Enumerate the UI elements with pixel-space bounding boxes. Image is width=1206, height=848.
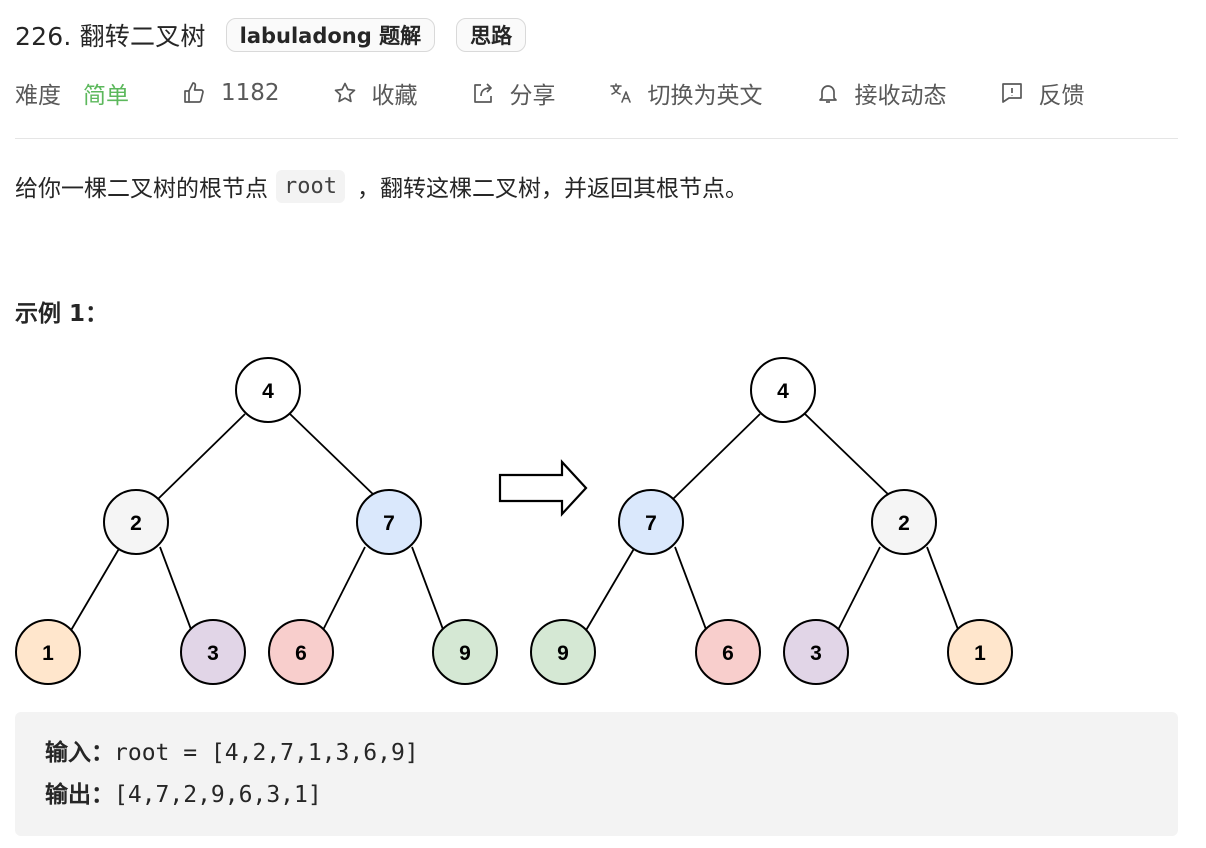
tag-approach[interactable]: 思路 bbox=[456, 18, 527, 52]
input-label: 输入： bbox=[45, 740, 114, 766]
favorite-button[interactable]: 收藏 bbox=[333, 76, 418, 110]
edge bbox=[836, 546, 881, 633]
difficulty-label: 难度 bbox=[15, 83, 61, 109]
edge bbox=[926, 546, 960, 633]
inline-code-root: root bbox=[276, 169, 345, 203]
like-button[interactable]: 1182 bbox=[182, 80, 280, 106]
tree-node bbox=[103, 489, 169, 555]
right-arrow-icon bbox=[498, 459, 588, 517]
description-text-start: 给你一棵二叉树的根节点 bbox=[15, 176, 268, 202]
tree-node-label: 4 bbox=[262, 380, 274, 403]
tree-node bbox=[871, 489, 937, 555]
difficulty: 难度 简单 bbox=[15, 76, 129, 110]
tree-node-label: 2 bbox=[898, 512, 910, 535]
tree-node-label: 9 bbox=[459, 642, 471, 665]
example-output-line: 输出：[4,7,2,9,6,3,1] bbox=[45, 774, 1148, 816]
subscribe-button[interactable]: 接收动态 bbox=[816, 76, 947, 110]
tree-node bbox=[268, 619, 334, 685]
share-label: 分享 bbox=[509, 83, 556, 109]
tree-node-label: 6 bbox=[295, 642, 307, 665]
description-text-end: ，翻转这棵二叉树，并返回其根节点。 bbox=[356, 176, 748, 202]
input-value: root = [4,2,7,1,3,6,9] bbox=[114, 740, 419, 766]
share-button[interactable]: 分享 bbox=[471, 76, 556, 110]
tree-node bbox=[356, 489, 422, 555]
edge bbox=[321, 546, 366, 633]
tree-node-label: 2 bbox=[130, 512, 142, 535]
example-title: 示例 1： bbox=[15, 301, 109, 327]
tree-node-label: 3 bbox=[810, 642, 822, 665]
example-code-block: 输入：root = [4,2,7,1,3,6,9] 输出：[4,7,2,9,6,… bbox=[15, 712, 1178, 836]
feedback-icon bbox=[1000, 81, 1024, 105]
favorite-label: 收藏 bbox=[371, 83, 418, 109]
problem-description: 给你一棵二叉树的根节点 root ，翻转这棵二叉树，并返回其根节点。 bbox=[15, 166, 748, 206]
tree-node-label: 7 bbox=[383, 512, 395, 535]
feedback-button[interactable]: 反馈 bbox=[1000, 76, 1085, 110]
tree-node bbox=[15, 619, 81, 685]
edge bbox=[157, 413, 246, 500]
edge bbox=[674, 546, 708, 633]
difficulty-value: 简单 bbox=[83, 83, 129, 109]
tree-node bbox=[618, 489, 684, 555]
tree-node-label: 7 bbox=[645, 512, 657, 535]
edge bbox=[804, 413, 894, 500]
thumbs-up-icon bbox=[182, 81, 206, 105]
problem-header: 226. 翻转二叉树 labuladong 题解 思路 bbox=[15, 14, 547, 56]
tree-node bbox=[530, 619, 596, 685]
example-input-line: 输入：root = [4,2,7,1,3,6,9] bbox=[45, 732, 1148, 774]
tree-node-label: 9 bbox=[557, 642, 569, 665]
problem-meta-bar: 难度 简单 1182 收藏 分享 bbox=[15, 74, 1138, 112]
output-label: 输出： bbox=[45, 782, 114, 808]
problem-title: 226. 翻转二叉树 bbox=[15, 22, 206, 51]
switch-language-button[interactable]: 切换为英文 bbox=[609, 76, 763, 110]
switch-language-label: 切换为英文 bbox=[647, 83, 763, 109]
tag-labuladong-solution[interactable]: labuladong 题解 bbox=[225, 18, 436, 52]
edge bbox=[289, 413, 379, 500]
share-icon bbox=[471, 81, 495, 105]
translate-icon bbox=[609, 81, 633, 105]
subscribe-label: 接收动态 bbox=[854, 83, 947, 109]
tree-node bbox=[947, 619, 1013, 685]
left-tree: 4 2 7 1 3 6 9 bbox=[15, 357, 498, 685]
tree-node bbox=[783, 619, 849, 685]
right-tree: 4 7 2 9 6 3 1 bbox=[530, 357, 1013, 685]
bell-icon bbox=[816, 81, 840, 105]
edge bbox=[584, 546, 636, 633]
tree-node bbox=[695, 619, 761, 685]
like-count: 1182 bbox=[221, 80, 280, 106]
tree-node-label: 3 bbox=[207, 642, 219, 665]
tree-node-label: 4 bbox=[777, 380, 789, 403]
edge bbox=[411, 546, 445, 633]
tree-node bbox=[180, 619, 246, 685]
output-value: [4,7,2,9,6,3,1] bbox=[114, 782, 322, 808]
tree-node-label: 1 bbox=[42, 642, 54, 665]
header-divider bbox=[15, 138, 1178, 139]
tree-node-label: 6 bbox=[722, 642, 734, 665]
tree-node bbox=[235, 357, 301, 423]
feedback-label: 反馈 bbox=[1038, 83, 1085, 109]
invert-tree-diagram: 4 2 7 1 3 6 9 4 7 2 9 6 3 1 bbox=[15, 357, 1013, 685]
edge bbox=[159, 546, 193, 633]
star-icon bbox=[333, 81, 357, 105]
edge bbox=[672, 413, 761, 500]
tree-node bbox=[750, 357, 816, 423]
tree-node bbox=[432, 619, 498, 685]
tree-node-label: 1 bbox=[974, 642, 986, 665]
edge bbox=[69, 546, 121, 633]
